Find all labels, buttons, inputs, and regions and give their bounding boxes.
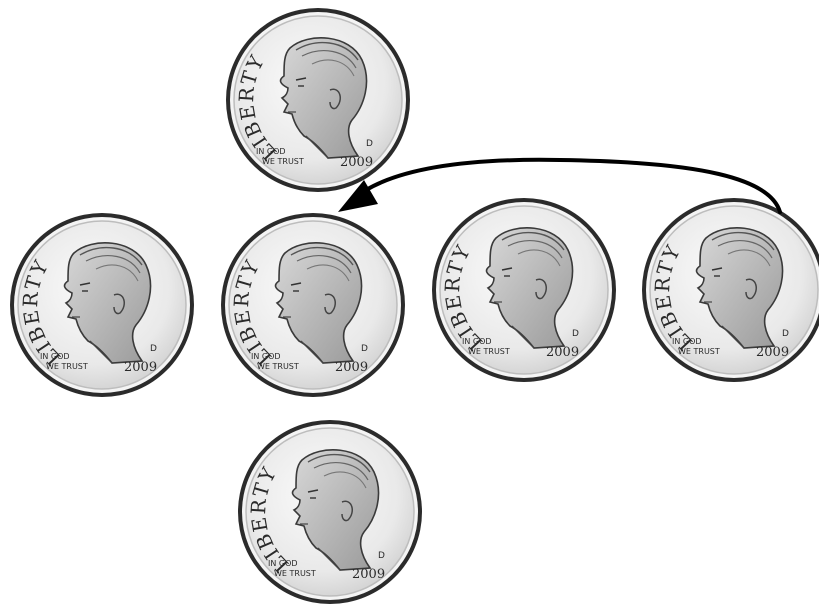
coin-inscription-line2: WE TRUST bbox=[257, 362, 299, 371]
coin-inscription-line1: IN GOD bbox=[672, 337, 702, 346]
coin-inscription-line2: WE TRUST bbox=[46, 362, 88, 371]
coin-mint-mark: D bbox=[150, 344, 157, 354]
coin-year-text: 2009 bbox=[335, 360, 368, 375]
coin-inscription-line1: IN GOD bbox=[462, 337, 492, 346]
coin-inscription-line1: IN GOD bbox=[268, 559, 298, 568]
coin-year-text: 2009 bbox=[756, 345, 789, 360]
coin-inscription-line1: IN GOD bbox=[256, 147, 286, 156]
coin-inscription-line2: WE TRUST bbox=[468, 347, 510, 356]
coin-year-text: 2009 bbox=[340, 155, 373, 170]
coin-inscription-line2: WE TRUST bbox=[262, 157, 304, 166]
coin-inscription-line1: IN GOD bbox=[40, 352, 70, 361]
coin-year-text: 2009 bbox=[124, 360, 157, 375]
coin-inscription-line2: WE TRUST bbox=[274, 569, 316, 578]
coin-inscription-line1: IN GOD bbox=[251, 352, 281, 361]
coin-mint-mark: D bbox=[361, 344, 368, 354]
coin-year-text: 2009 bbox=[352, 567, 385, 582]
coin-mint-mark: D bbox=[366, 139, 373, 149]
coin-inscription-line2: WE TRUST bbox=[678, 347, 720, 356]
coin-mint-mark: D bbox=[782, 329, 789, 339]
coin-mint-mark: D bbox=[378, 551, 385, 561]
coin-mint-mark: D bbox=[572, 329, 579, 339]
coin-year-text: 2009 bbox=[546, 345, 579, 360]
